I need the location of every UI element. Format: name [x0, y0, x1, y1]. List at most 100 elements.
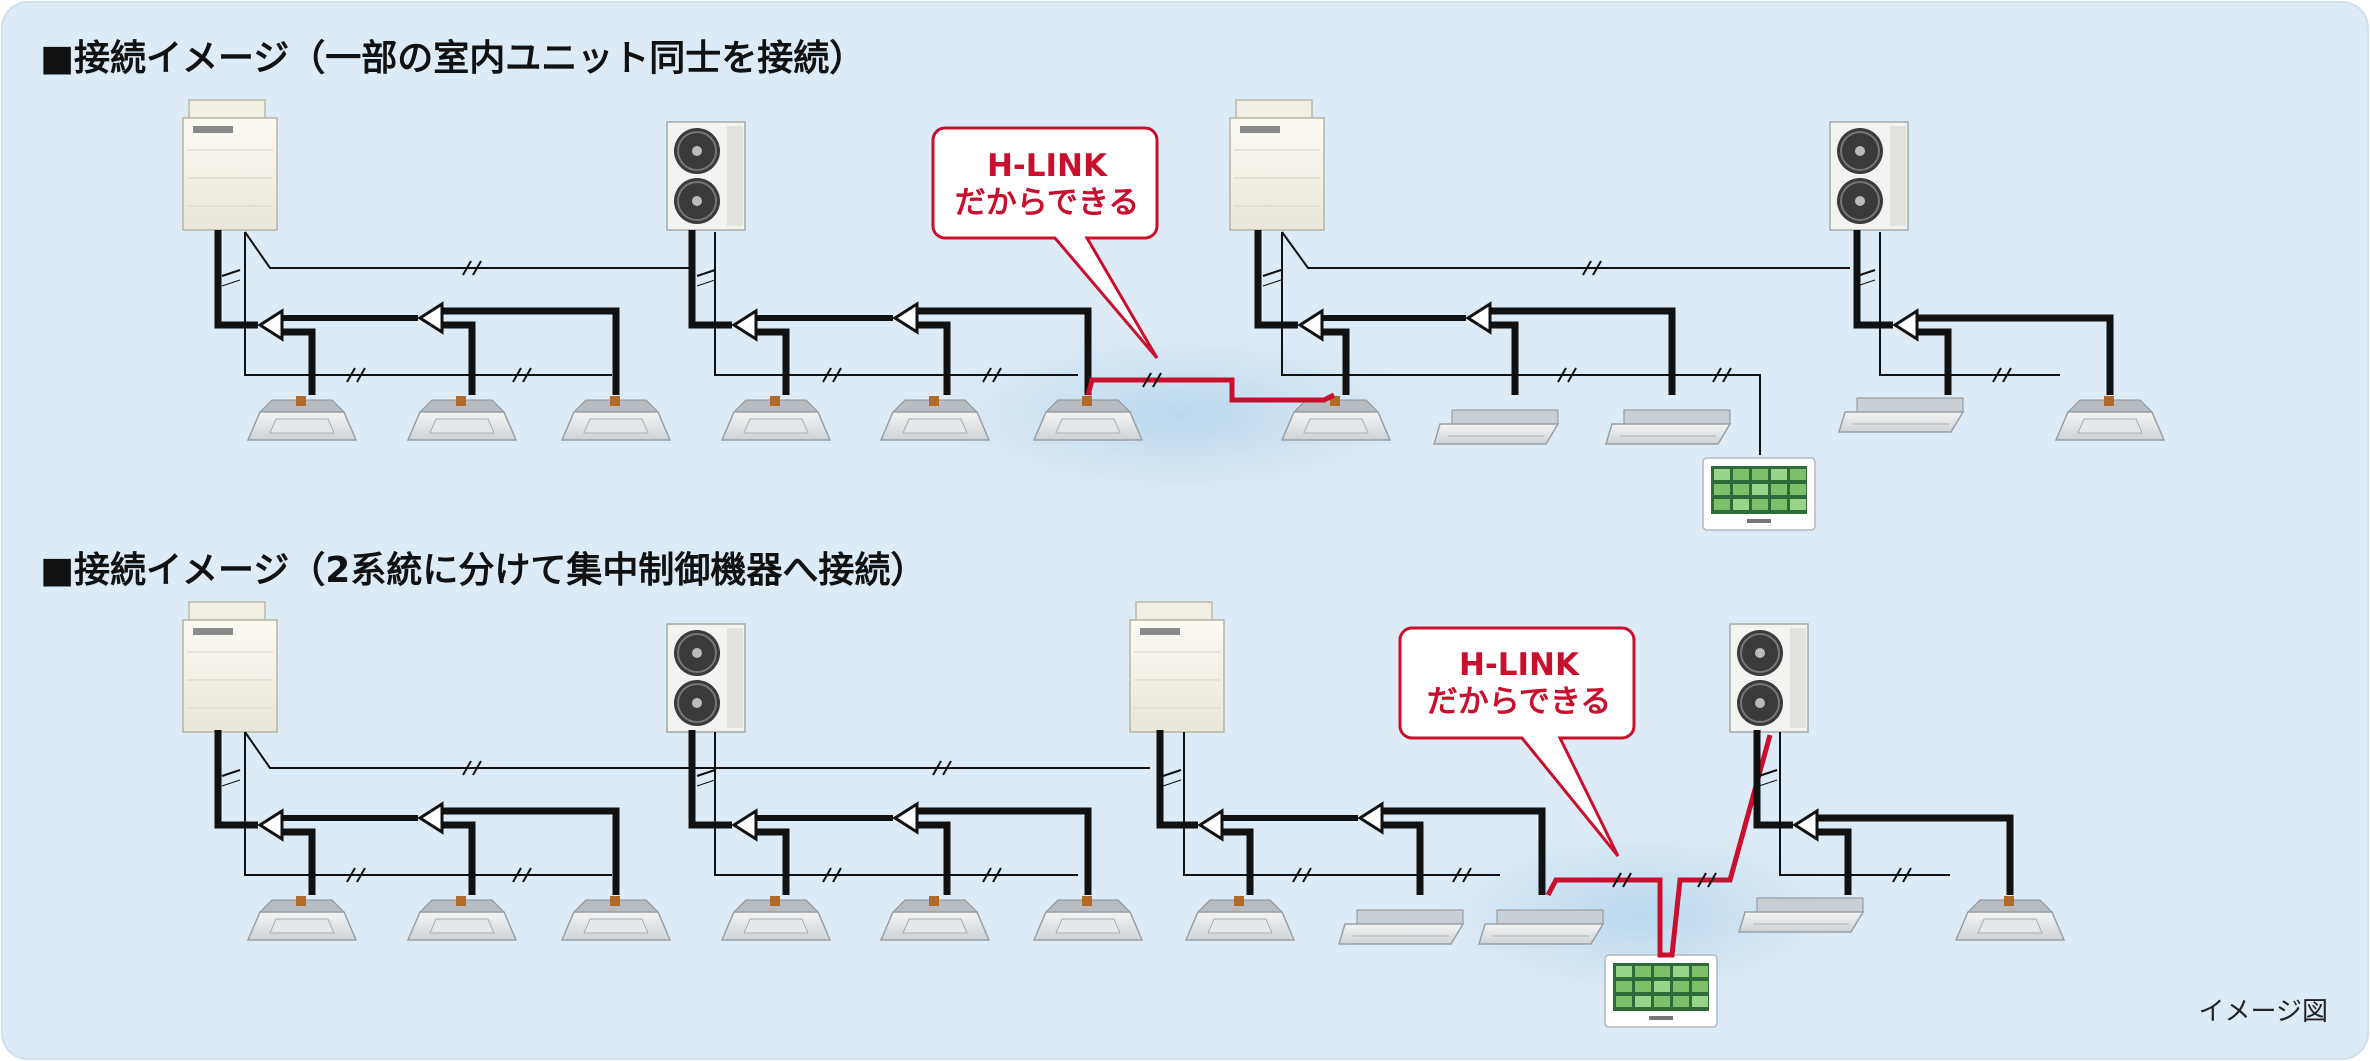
- indoor-unit-cassette: [1954, 896, 2066, 941]
- outdoor-unit-twin-fan: [1829, 121, 1909, 231]
- pipe-line: [244, 732, 612, 876]
- branch-joint: [1197, 808, 1224, 842]
- pipe-line: [442, 807, 620, 895]
- break-mark: [1856, 269, 1876, 287]
- hlink-callout-bottom: H-LINK だからできる: [1398, 626, 1636, 857]
- indoor-unit-ceiling: [1837, 397, 1965, 433]
- indoor-unit-cassette: [406, 896, 518, 941]
- indoor-unit-cassette: [246, 396, 358, 441]
- pipe-line: [1490, 307, 1676, 395]
- break-mark: [1992, 367, 2012, 383]
- break-mark: [512, 367, 532, 383]
- pipe-line: [244, 731, 1150, 769]
- pipe-line: [1917, 314, 2114, 395]
- branch-joint: [1357, 801, 1384, 835]
- break-mark: [1162, 769, 1182, 787]
- break-mark: [1142, 372, 1162, 388]
- outdoor-unit-vrf: [182, 99, 278, 231]
- callout-bottom-line2: だからできる: [1427, 684, 1611, 720]
- pipe-line: [1879, 232, 2060, 376]
- pipe-line: [917, 321, 951, 395]
- equipment-layer: [182, 99, 2166, 1028]
- break-mark: [221, 269, 241, 287]
- pipe-line: [1183, 732, 1500, 876]
- pipe-line: [442, 821, 476, 895]
- break-mark: [221, 769, 241, 787]
- branch-joint: [892, 301, 919, 335]
- outdoor-unit-vrf: [1229, 99, 1325, 231]
- pipe-line: [1281, 232, 1761, 455]
- break-mark: [1292, 867, 1312, 883]
- indoor-unit-cassette: [246, 896, 358, 941]
- indoor-unit-cassette: [720, 896, 832, 941]
- break-mark: [932, 760, 952, 776]
- pipe-line: [1779, 732, 1950, 876]
- indoor-unit-cassette: [1032, 896, 1144, 941]
- image-caption: イメージ図: [2199, 997, 2328, 1027]
- pipe-line: [1817, 814, 2014, 895]
- break-mark: [462, 260, 482, 276]
- branch-joint: [1465, 301, 1492, 335]
- indoor-unit-cassette: [879, 396, 991, 441]
- indoor-unit-ceiling: [1477, 909, 1605, 945]
- pipe-line: [442, 307, 620, 395]
- break-mark: [1452, 867, 1472, 883]
- branch-joint: [417, 301, 444, 335]
- outdoor-unit-twin-fan: [666, 623, 746, 733]
- pipe-line: [1254, 230, 1298, 329]
- break-mark: [1892, 867, 1912, 883]
- branch-joint: [892, 801, 919, 835]
- break-mark: [822, 867, 842, 883]
- indoor-unit-ceiling: [1432, 409, 1560, 445]
- pipe-line: [688, 230, 732, 329]
- indoor-unit-cassette: [406, 396, 518, 441]
- break-mark: [1697, 872, 1717, 888]
- indoor-unit-cassette: [879, 896, 991, 941]
- break-mark: [1712, 367, 1732, 383]
- break-mark: [982, 867, 1002, 883]
- hlink-connection: [1545, 734, 1773, 958]
- pipe-line: [714, 732, 1078, 876]
- break-mark: [1612, 872, 1632, 888]
- pipe-line: [917, 821, 951, 895]
- break-mark: [1758, 769, 1778, 787]
- pipe-line: [1382, 821, 1424, 895]
- outdoor-unit-twin-fan: [1729, 623, 1809, 733]
- highlight-glow-zones: [920, 323, 1860, 1010]
- pipe-line: [917, 807, 1092, 895]
- pipe-line: [244, 231, 690, 269]
- indoor-unit-cassette: [1184, 896, 1296, 941]
- pipe-line: [688, 730, 732, 829]
- piping-layer: [214, 230, 2114, 958]
- pipe-line: [1281, 231, 1850, 269]
- branch-joint: [257, 808, 284, 842]
- break-mark: [346, 367, 366, 383]
- branch-joint: [417, 801, 444, 835]
- break-mark: [822, 367, 842, 383]
- branch-joint: [1892, 308, 1919, 342]
- section1-title: ■接続イメージ（一部の室内ユニット同士を接続）: [40, 38, 865, 79]
- outdoor-unit-vrf: [182, 601, 278, 733]
- break-mark: [982, 367, 1002, 383]
- central-controller: [1604, 954, 1718, 1028]
- break-mark: [1557, 367, 1577, 383]
- callout-top-line1: H-LINK: [987, 148, 1108, 184]
- pipe-line: [917, 307, 1092, 395]
- break-mark: [1582, 260, 1602, 276]
- break-mark: [1262, 269, 1282, 287]
- break-mark: [346, 867, 366, 883]
- indoor-unit-ceiling: [1604, 409, 1732, 445]
- outdoor-unit-vrf: [1129, 601, 1225, 733]
- pipe-line: [1156, 730, 1198, 829]
- pipe-line: [1490, 321, 1519, 395]
- branch-joint: [1792, 808, 1819, 842]
- pipe-line: [1382, 807, 1546, 895]
- hlink-connection: [1085, 377, 1336, 403]
- indoor-unit-ceiling: [1337, 909, 1465, 945]
- hlink-callout-top: H-LINK だからできる: [931, 126, 1159, 359]
- indoor-unit-cassette: [560, 896, 672, 941]
- break-mark: [696, 269, 716, 287]
- indoor-unit-cassette: [720, 396, 832, 441]
- pipe-line: [244, 232, 612, 376]
